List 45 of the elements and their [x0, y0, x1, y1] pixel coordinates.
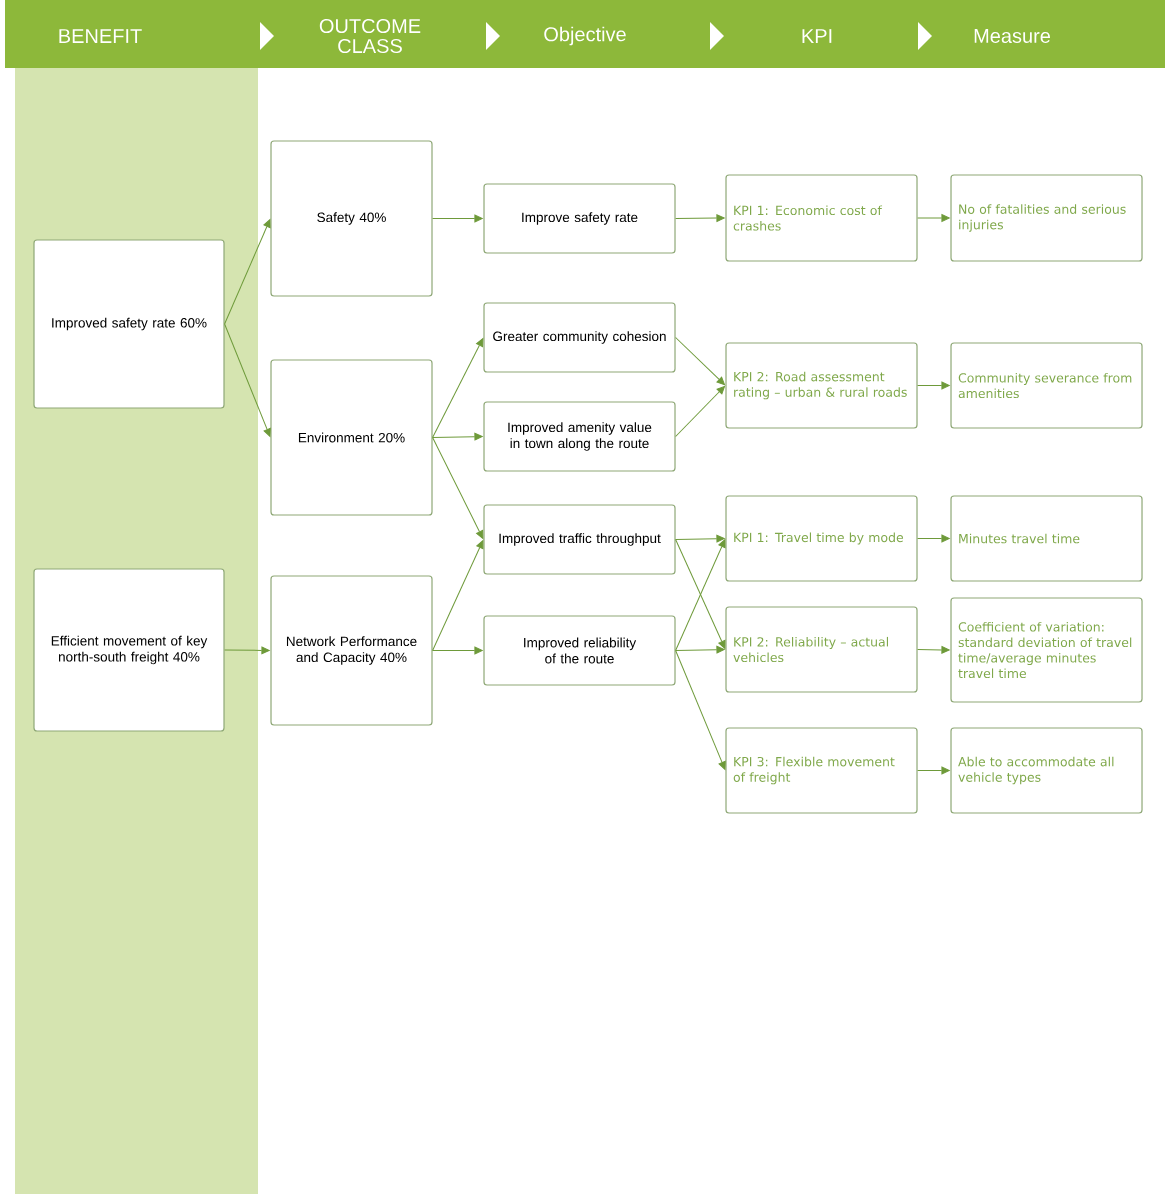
process-box: Efficient movement of key north-south freight 40% [33, 568, 225, 732]
kpi-box: KPI 3: Flexible movement of freight [725, 727, 918, 814]
process-box: Environment 20% [270, 359, 433, 516]
column-heading: Measure [974, 29, 1050, 43]
arrow [224, 323, 271, 437]
arrow [432, 646, 483, 655]
arrow [917, 534, 950, 543]
process-box: Improve safety rate [483, 183, 676, 254]
arrow [917, 214, 950, 222]
arrow [675, 385, 726, 437]
kpi-box: Minutes travel time [950, 495, 1143, 582]
kpi-box: KPI 1: Economic cost of crashes [725, 174, 918, 262]
process-box: Network Performance and Capacity 40% [270, 575, 433, 726]
arrow [917, 646, 950, 654]
arrow [675, 337, 725, 386]
arrow [917, 766, 950, 775]
kpi-box: KPI 2: Road assessment rating – urban & rural roads [725, 342, 918, 429]
arrow [432, 437, 484, 539]
arrow [432, 214, 483, 223]
kpi-box: Coefficient of variation: standard deviation of travel time/average minutes travel time [950, 597, 1143, 703]
column-heading: Objective [544, 26, 626, 46]
kpi-box: KPI 1: Travel time by mode [725, 495, 918, 582]
kpi-box: No of fatalities and serious injuries [950, 174, 1143, 262]
arrow [917, 381, 950, 390]
arrow [432, 338, 484, 438]
process-box: Improved traffic throughput [483, 504, 676, 575]
arrow [432, 432, 483, 441]
kpi-box: Able to accommodate all vehicle types [950, 727, 1143, 814]
kpi-box: KPI 2: Reliability – actual vehicles [725, 606, 918, 693]
arrow [224, 219, 271, 325]
column-heading: KPI [802, 29, 832, 43]
arrow [224, 646, 270, 655]
arrow [675, 534, 725, 543]
process-box: Greater community cohesion [483, 302, 676, 373]
arrow [675, 645, 725, 654]
column-heading: BENEFIT [59, 29, 142, 43]
arrow [675, 650, 726, 770]
arrow [675, 214, 725, 222]
process-box: Safety 40% [270, 140, 433, 297]
process-box: Improved amenity value in town along the route [483, 401, 676, 472]
process-box: Improved safety rate 60% [33, 239, 225, 409]
kpi-box: Community severance from amenities [950, 342, 1143, 429]
column-heading: OUTCOME CLASS [319, 18, 421, 54]
process-box: Improved reliability of the route [483, 615, 676, 686]
arrow [432, 540, 484, 651]
